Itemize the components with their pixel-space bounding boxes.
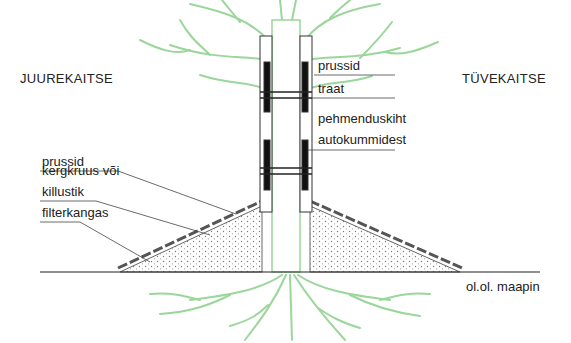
root-mound-left <box>120 206 262 272</box>
root-mound-right <box>310 206 460 272</box>
planks-right <box>310 201 462 268</box>
planks-left <box>118 201 262 268</box>
ground-line <box>40 271 540 272</box>
part-label: kergkruus või killustik <box>42 160 138 202</box>
part-label: filterkangas <box>42 202 108 223</box>
leader-lines <box>40 75 460 272</box>
trunk <box>272 20 300 272</box>
section-title: TÜVEKAITSE <box>462 68 546 89</box>
part-label: prussid <box>318 55 360 76</box>
ground-label: ol.ol. maapin <box>466 276 540 297</box>
part-label: traat <box>318 78 344 99</box>
part-label: pehmenduskiht autokummidest <box>318 108 428 150</box>
wire <box>260 92 312 174</box>
tree-roots <box>150 275 430 340</box>
trunk-planks <box>260 36 312 212</box>
section-title: JUUREKAITSE <box>20 68 113 89</box>
